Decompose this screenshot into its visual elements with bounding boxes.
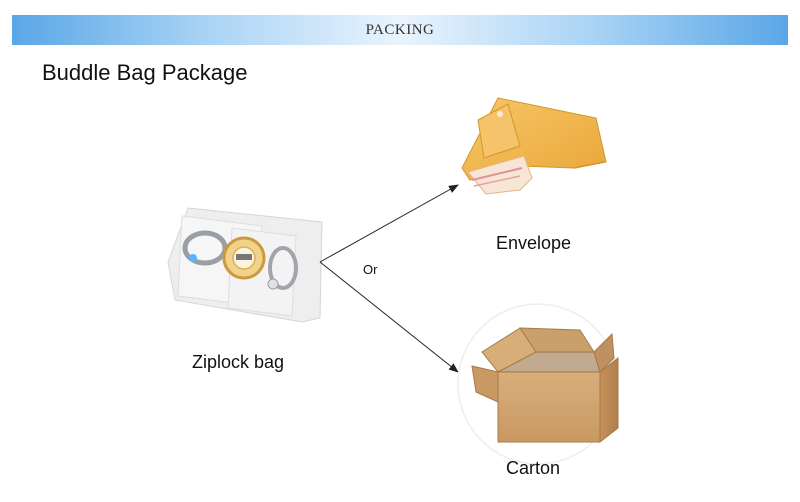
ziplock-bag-label: Ziplock bag: [192, 352, 285, 372]
carton-image: [471, 327, 619, 444]
carton-label: Carton: [506, 458, 561, 478]
header-bar: PACKING: [12, 15, 788, 45]
ziplock-bag-image: [167, 207, 323, 323]
envelope-label: Envelope: [496, 233, 572, 253]
connector-label: Or: [363, 262, 378, 277]
silver-band-icon: [267, 246, 298, 290]
envelope-image: [461, 97, 607, 195]
section-title: Buddle Bag Package: [42, 60, 248, 85]
arrow-to-carton: [319, 261, 459, 373]
arrow-to-envelope: [319, 184, 459, 263]
connector-arrows: [319, 184, 459, 373]
gold-ring-icon: [222, 236, 266, 280]
header-title: PACKING: [365, 22, 435, 38]
